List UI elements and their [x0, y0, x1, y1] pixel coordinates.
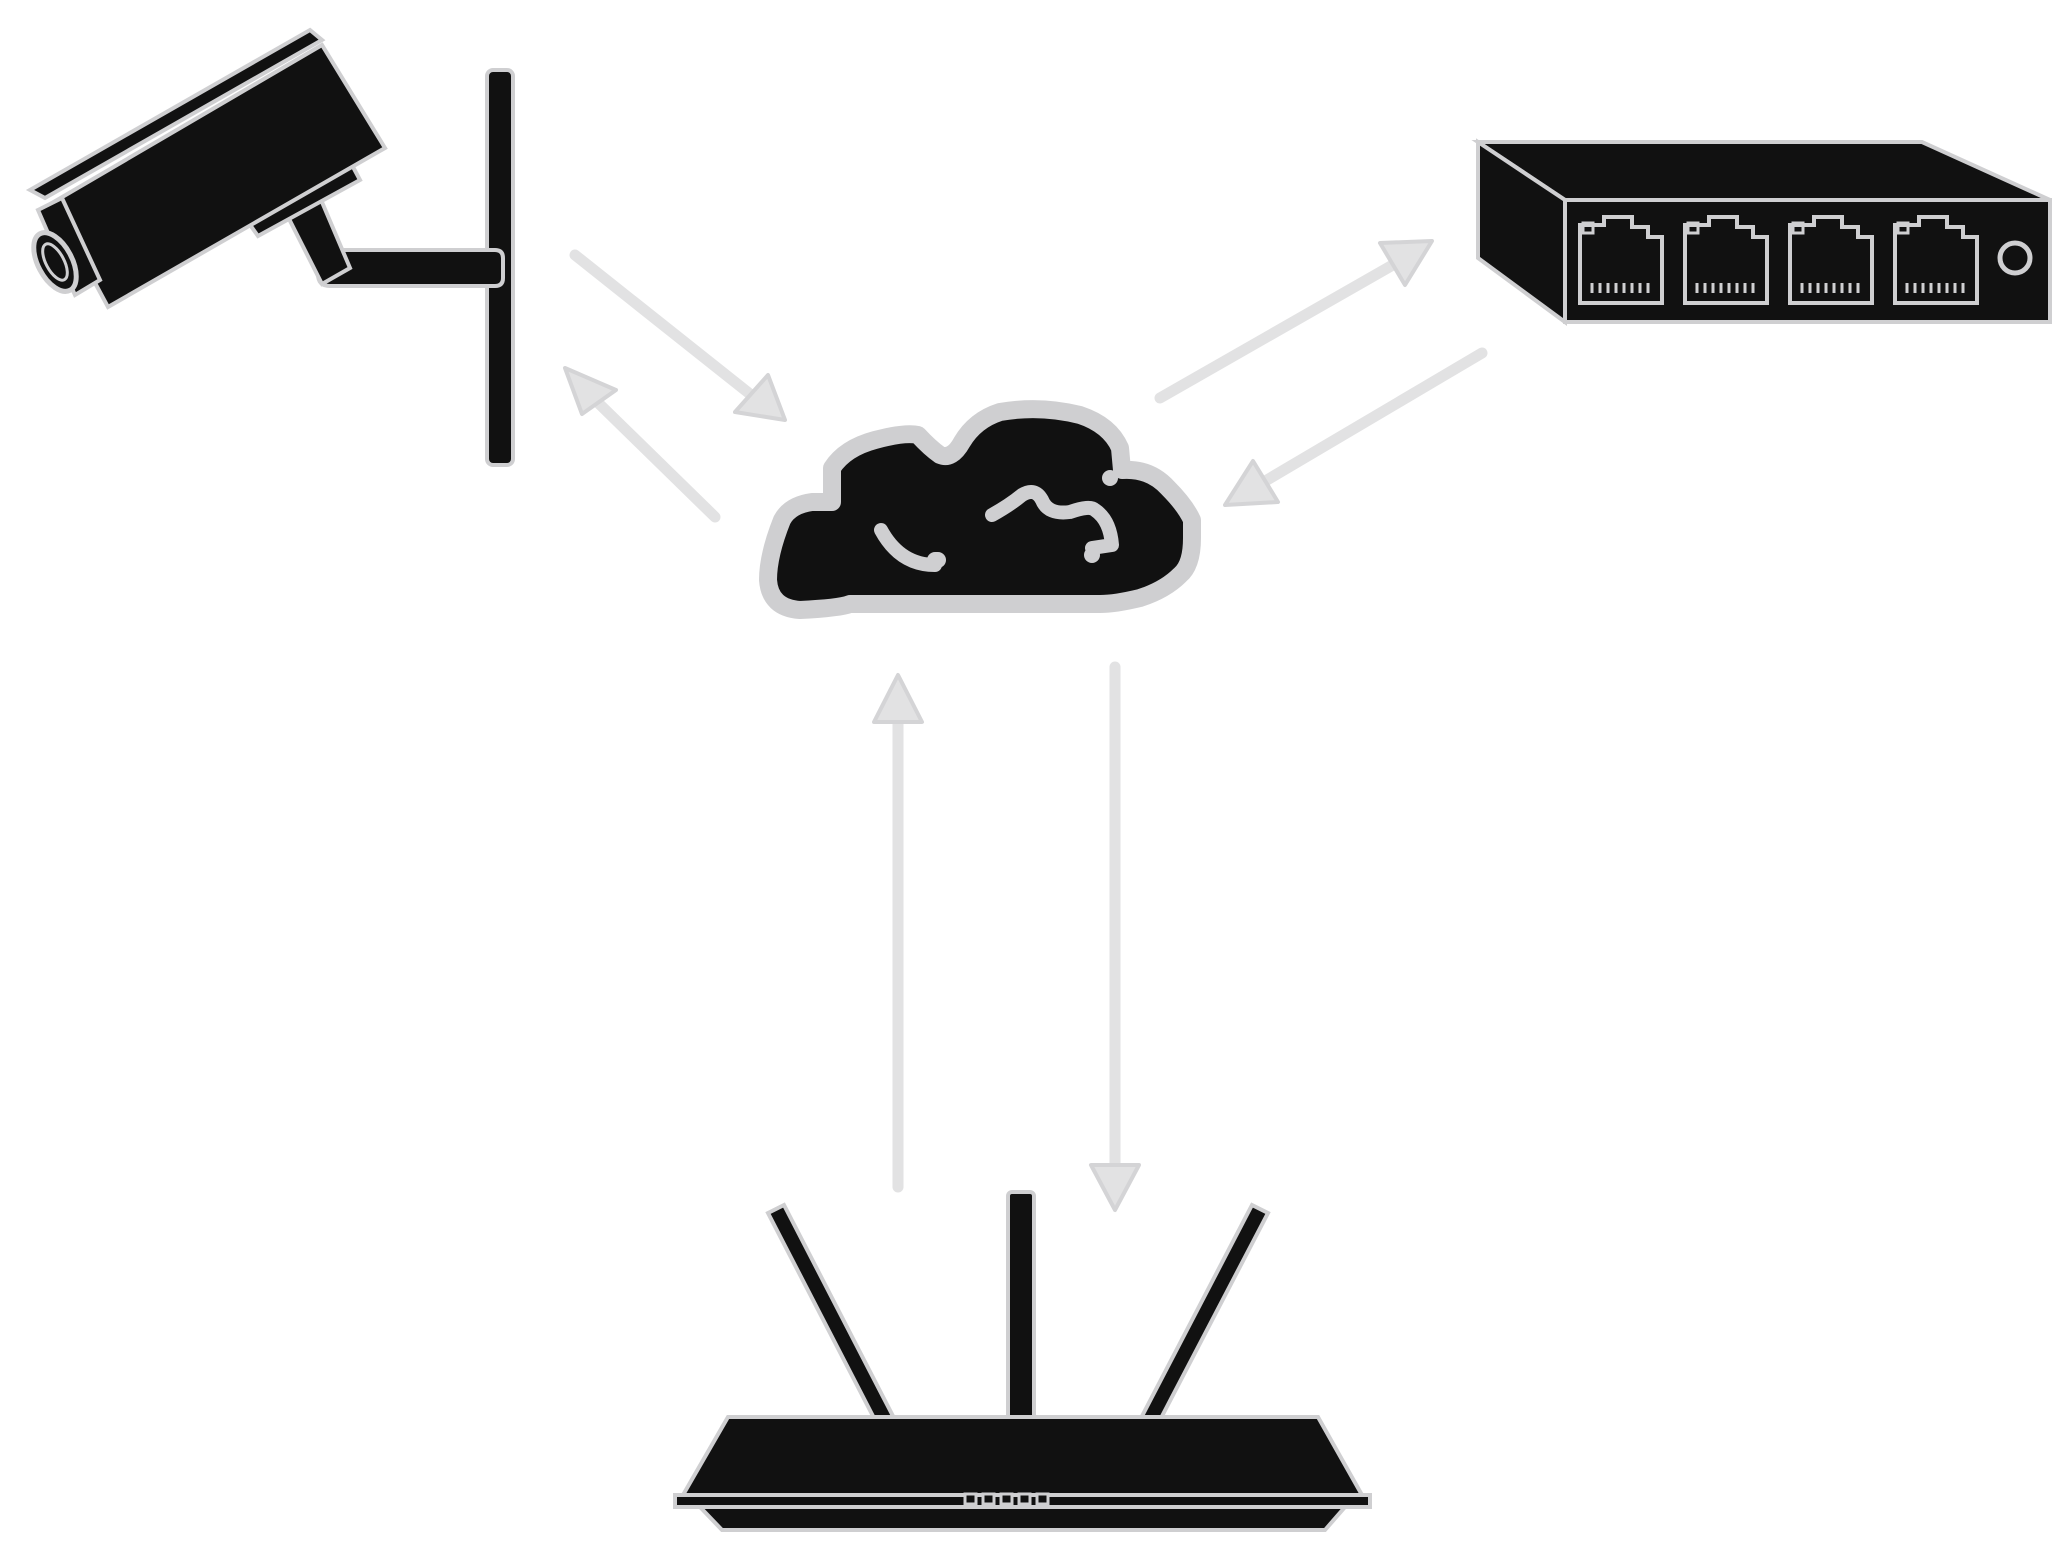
arrow-cloud-to-switch	[1154, 239, 1434, 404]
switch-port	[1788, 215, 1874, 305]
router-indicator-lights	[963, 1492, 1050, 1506]
arrow-camera-to-cloud	[569, 249, 787, 422]
arrow-cloud-to-router	[1089, 661, 1141, 1212]
switch-port	[1578, 215, 1664, 305]
arrow-cloud-to-camera	[563, 366, 721, 523]
wifi-router-icon	[673, 1190, 1372, 1532]
network-switch-icon	[1471, 138, 2052, 326]
arrow-router-to-cloud	[872, 673, 924, 1193]
cloud-icon	[759, 400, 1201, 619]
switch-port	[1683, 215, 1769, 305]
power-led-icon	[1997, 240, 2033, 276]
security-camera-icon	[25, 27, 515, 467]
arrow-switch-to-cloud	[1223, 347, 1488, 507]
switch-port	[1893, 215, 1979, 305]
